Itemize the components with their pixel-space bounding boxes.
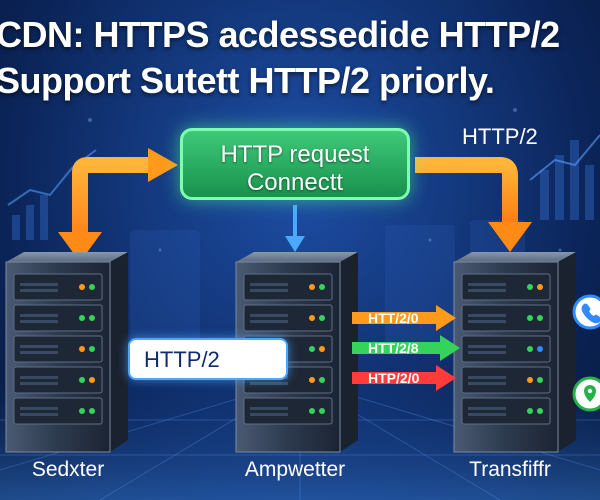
protocol-arrow-3 [352,365,456,391]
protocol-label-3: HTP/2/0 [368,370,420,386]
page-title-line-1: CDN: HTTPS acdessedide HTTP/2 [0,14,560,55]
request-box-line-1: HTTP request [220,141,370,168]
rack-units [13,273,103,425]
top-right-protocol-label: HTTP/2 [462,124,538,149]
protocol-label-1: HTT/2/0 [368,310,419,326]
right-forward-arrow [415,157,518,225]
http2-link-label: HTTP/2 [144,347,220,372]
server-label-middle: Ampwetter [244,458,346,481]
server-rack-right[interactable] [453,252,576,453]
protocol-arrow-1 [352,305,456,331]
protocol-label-2: HTT/2/8 [368,340,419,356]
http-request-box[interactable]: HTTP request Connectt [180,128,410,200]
right-forward-arrowhead [488,222,532,252]
bar-chart-icon [529,134,600,220]
left-return-arrowhead-down [58,232,102,262]
location-pin-icon[interactable] [572,376,600,412]
left-return-arrow [72,157,150,250]
request-box-line-2: Connectt [246,169,344,196]
left-return-arrowhead-right [148,148,178,182]
phone-icon[interactable] [572,294,600,330]
page-title-line-2: Support Sutett HTTP/2 priorly. [0,60,495,101]
http2-link-pill[interactable]: HTTP/2 [128,338,288,380]
server-label-left: Sedxter [31,458,105,481]
server-rack-left[interactable] [5,252,128,453]
status-leds [79,284,95,414]
protocol-arrow-2 [352,335,460,361]
server-label-right: Transfiffr [469,458,551,481]
